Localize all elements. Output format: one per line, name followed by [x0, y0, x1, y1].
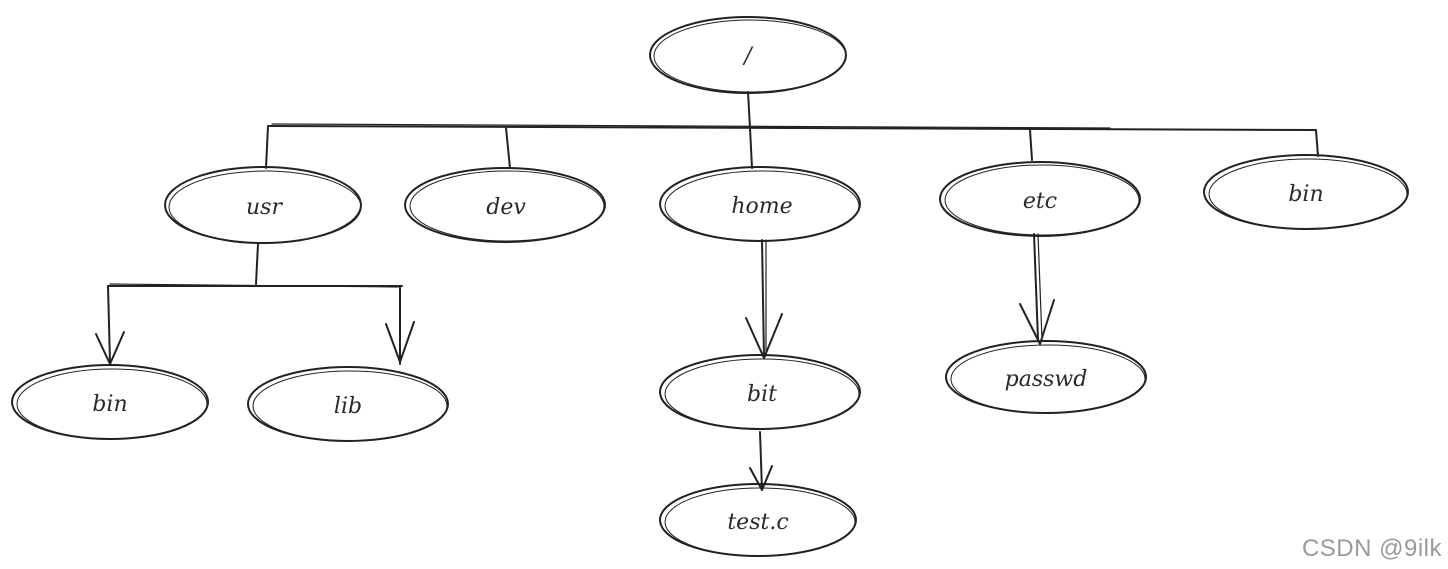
node-bit-test-ellipse-sketch [664, 487, 856, 557]
arrowhead-bit-test [749, 465, 773, 491]
node-root-label: / [742, 44, 754, 69]
node-etc-passwd-label: passwd [1005, 367, 1088, 392]
connector-to-usr-bin [107, 285, 111, 363]
arrowhead-home-bit [745, 313, 783, 359]
node-home-bit-ellipse-sketch [664, 358, 860, 430]
connector-usr-bar-sketch [109, 283, 399, 288]
watermark: CSDN @9ilk [1301, 535, 1442, 562]
connector-to-bin [1315, 129, 1319, 157]
node-etc-ellipse [939, 161, 1141, 237]
node-usr-bin-ellipse-sketch [16, 368, 208, 440]
connector-home-to-bit [761, 239, 765, 359]
arrowhead-usr-lib [385, 321, 415, 363]
connector-etc-to-passwd-sketch [1037, 233, 1043, 341]
node-dev-ellipse-sketch [409, 170, 605, 242]
connector-to-dev [505, 127, 511, 169]
node-bin-ellipse-sketch [1208, 158, 1408, 230]
connector-etc-to-passwd [1033, 233, 1039, 341]
connector-to-usr [265, 125, 269, 169]
connector-bit-to-test [759, 431, 763, 491]
node-home-ellipse-sketch [664, 170, 860, 242]
node-dev-label: dev [486, 195, 526, 220]
node-dev-ellipse [404, 167, 606, 243]
node-usr-lib-label: lib [334, 394, 362, 419]
node-bit-test-label: test.c [727, 510, 788, 535]
node-root-ellipse-sketch [653, 19, 847, 93]
node-home-bit-label: bit [747, 382, 777, 407]
connector-to-home [749, 127, 753, 169]
node-etc-label: etc [1023, 189, 1057, 214]
connector-root-bar [267, 125, 1317, 131]
connector-root-bar-sketch [271, 123, 1111, 129]
node-usr-label: usr [246, 195, 283, 220]
connector-usr-trunk [255, 243, 259, 285]
connector-to-etc [1029, 129, 1033, 161]
arrowhead-etc-passwd [1019, 299, 1055, 345]
node-usr-ellipse-sketch [168, 170, 362, 244]
node-etc-ellipse-sketch [944, 164, 1140, 236]
node-bin-label: bin [1288, 182, 1323, 207]
node-usr-bin-label: bin [92, 392, 127, 417]
node-home-label: home [731, 194, 792, 219]
node-usr-lib-ellipse-sketch [252, 370, 448, 442]
connector-root-trunk [747, 91, 751, 129]
node-etc-passwd-ellipse-sketch [950, 344, 1146, 414]
